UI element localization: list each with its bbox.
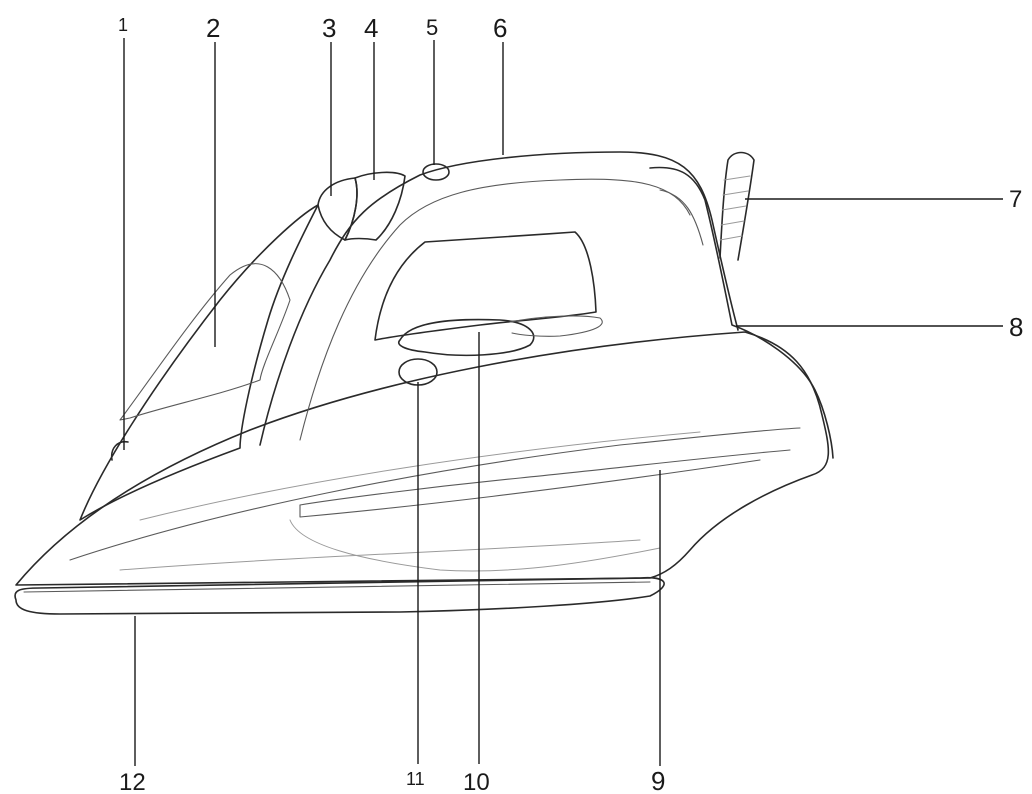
callout-5: 5	[426, 15, 438, 40]
spray-button	[317, 177, 358, 241]
handle-opening	[374, 231, 597, 341]
callout-6: 6	[493, 13, 507, 43]
temperature-dial	[398, 318, 535, 357]
callout-2: 2	[206, 13, 220, 43]
cord-guard	[719, 151, 755, 261]
callout-4: 4	[364, 13, 378, 43]
callout-10: 10	[463, 769, 490, 794]
callout-1: 1	[118, 15, 128, 35]
callout-labels: 1 2 3 4 5 6 7 8 9 10 11 12	[118, 13, 1023, 794]
callout-3: 3	[322, 13, 336, 43]
callout-8: 8	[1009, 312, 1023, 342]
rear-cover	[649, 166, 834, 459]
spray-nozzle	[110, 440, 129, 461]
callout-9: 9	[651, 766, 665, 794]
self-clean-button	[398, 358, 438, 386]
soleplate	[14, 576, 665, 615]
callout-7: 7	[1009, 186, 1022, 213]
iron-illustration	[14, 151, 834, 615]
callout-12: 12	[119, 769, 146, 794]
burst-button	[344, 171, 406, 241]
leader-lines	[123, 38, 1003, 766]
tank-window	[119, 263, 291, 421]
steam-control	[422, 163, 450, 181]
body-housing	[15, 331, 830, 586]
water-tank	[79, 204, 319, 521]
indicator-light	[509, 315, 603, 337]
handle	[259, 151, 739, 446]
callout-11: 11	[406, 769, 425, 789]
